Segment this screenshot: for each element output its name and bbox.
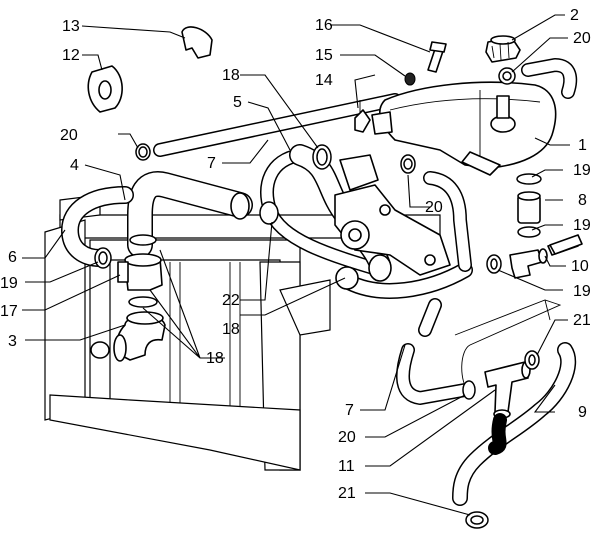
clamp-18-left-top: [129, 234, 157, 246]
callout-19-top-right: 19: [573, 162, 591, 179]
tee-fitting-17: [117, 253, 163, 291]
callout-4: 4: [70, 157, 79, 174]
sleeve-8: [517, 191, 541, 224]
hose-9: [452, 342, 577, 506]
sensor-14: [354, 109, 371, 133]
callout-7-upper: 7: [207, 155, 216, 172]
callout-1: 1: [578, 137, 587, 154]
radiator: [44, 194, 441, 471]
clamp-18-left-mid: [128, 296, 158, 308]
callout-3: 3: [8, 333, 17, 350]
callout-16: 16: [315, 17, 333, 34]
callout-20-left: 20: [60, 127, 78, 144]
callout-7-lower: 7: [345, 402, 354, 419]
callout-13: 13: [62, 18, 80, 35]
callout-19-left: 19: [0, 275, 18, 292]
hose-tank-overflow: [521, 58, 578, 99]
clamp-20-lower: [462, 380, 476, 400]
callout-5: 5: [233, 94, 242, 111]
callout-17: 17: [0, 303, 18, 320]
callout-18-middle: 18: [222, 321, 240, 338]
elbow-3: [113, 311, 166, 362]
callout-18-upper: 18: [222, 67, 240, 84]
callout-19-mid-right: 19: [573, 217, 591, 234]
clamp-22: [259, 201, 279, 225]
hose-7-lower: [396, 171, 472, 405]
callout-18-lower: 18: [206, 350, 224, 367]
bracket-13: [181, 26, 213, 59]
washer-15: [404, 72, 416, 86]
callout-10: 10: [571, 258, 589, 275]
callout-14: 14: [315, 72, 333, 89]
small-parts: [87, 26, 583, 255]
hose-6: [61, 186, 134, 267]
expansion-tank: [371, 81, 557, 176]
callout-2: 2: [570, 7, 579, 24]
tee-fitting-11: [484, 361, 531, 455]
clamps: [90, 67, 542, 529]
callout-12: 12: [62, 47, 80, 64]
hose-18-lower: [335, 262, 473, 299]
callout-21-upper: 21: [573, 312, 591, 329]
callout-19-lower-right: 19: [573, 283, 591, 300]
clamp-19-top-right: [516, 173, 542, 185]
callout-6: 6: [8, 249, 17, 266]
callout-21-lower: 21: [338, 485, 356, 502]
callout-labels: 1 2 3 4 5 6 7 7 8 9 10 11 12 13 14 15 16…: [0, 7, 591, 502]
callout-9: 9: [578, 404, 587, 421]
thermostat-housing: [334, 154, 451, 276]
hose-4: [127, 171, 253, 258]
callout-20-middle: 20: [425, 199, 443, 216]
callout-20-lower: 20: [338, 429, 356, 446]
callout-20-top: 20: [573, 30, 591, 47]
callout-8: 8: [578, 192, 587, 209]
callout-15: 15: [315, 47, 333, 64]
callout-11: 11: [338, 458, 355, 475]
leader-lines: [22, 14, 570, 516]
callout-22: 22: [222, 292, 240, 309]
clamp-18-left-bottom: [90, 341, 110, 359]
